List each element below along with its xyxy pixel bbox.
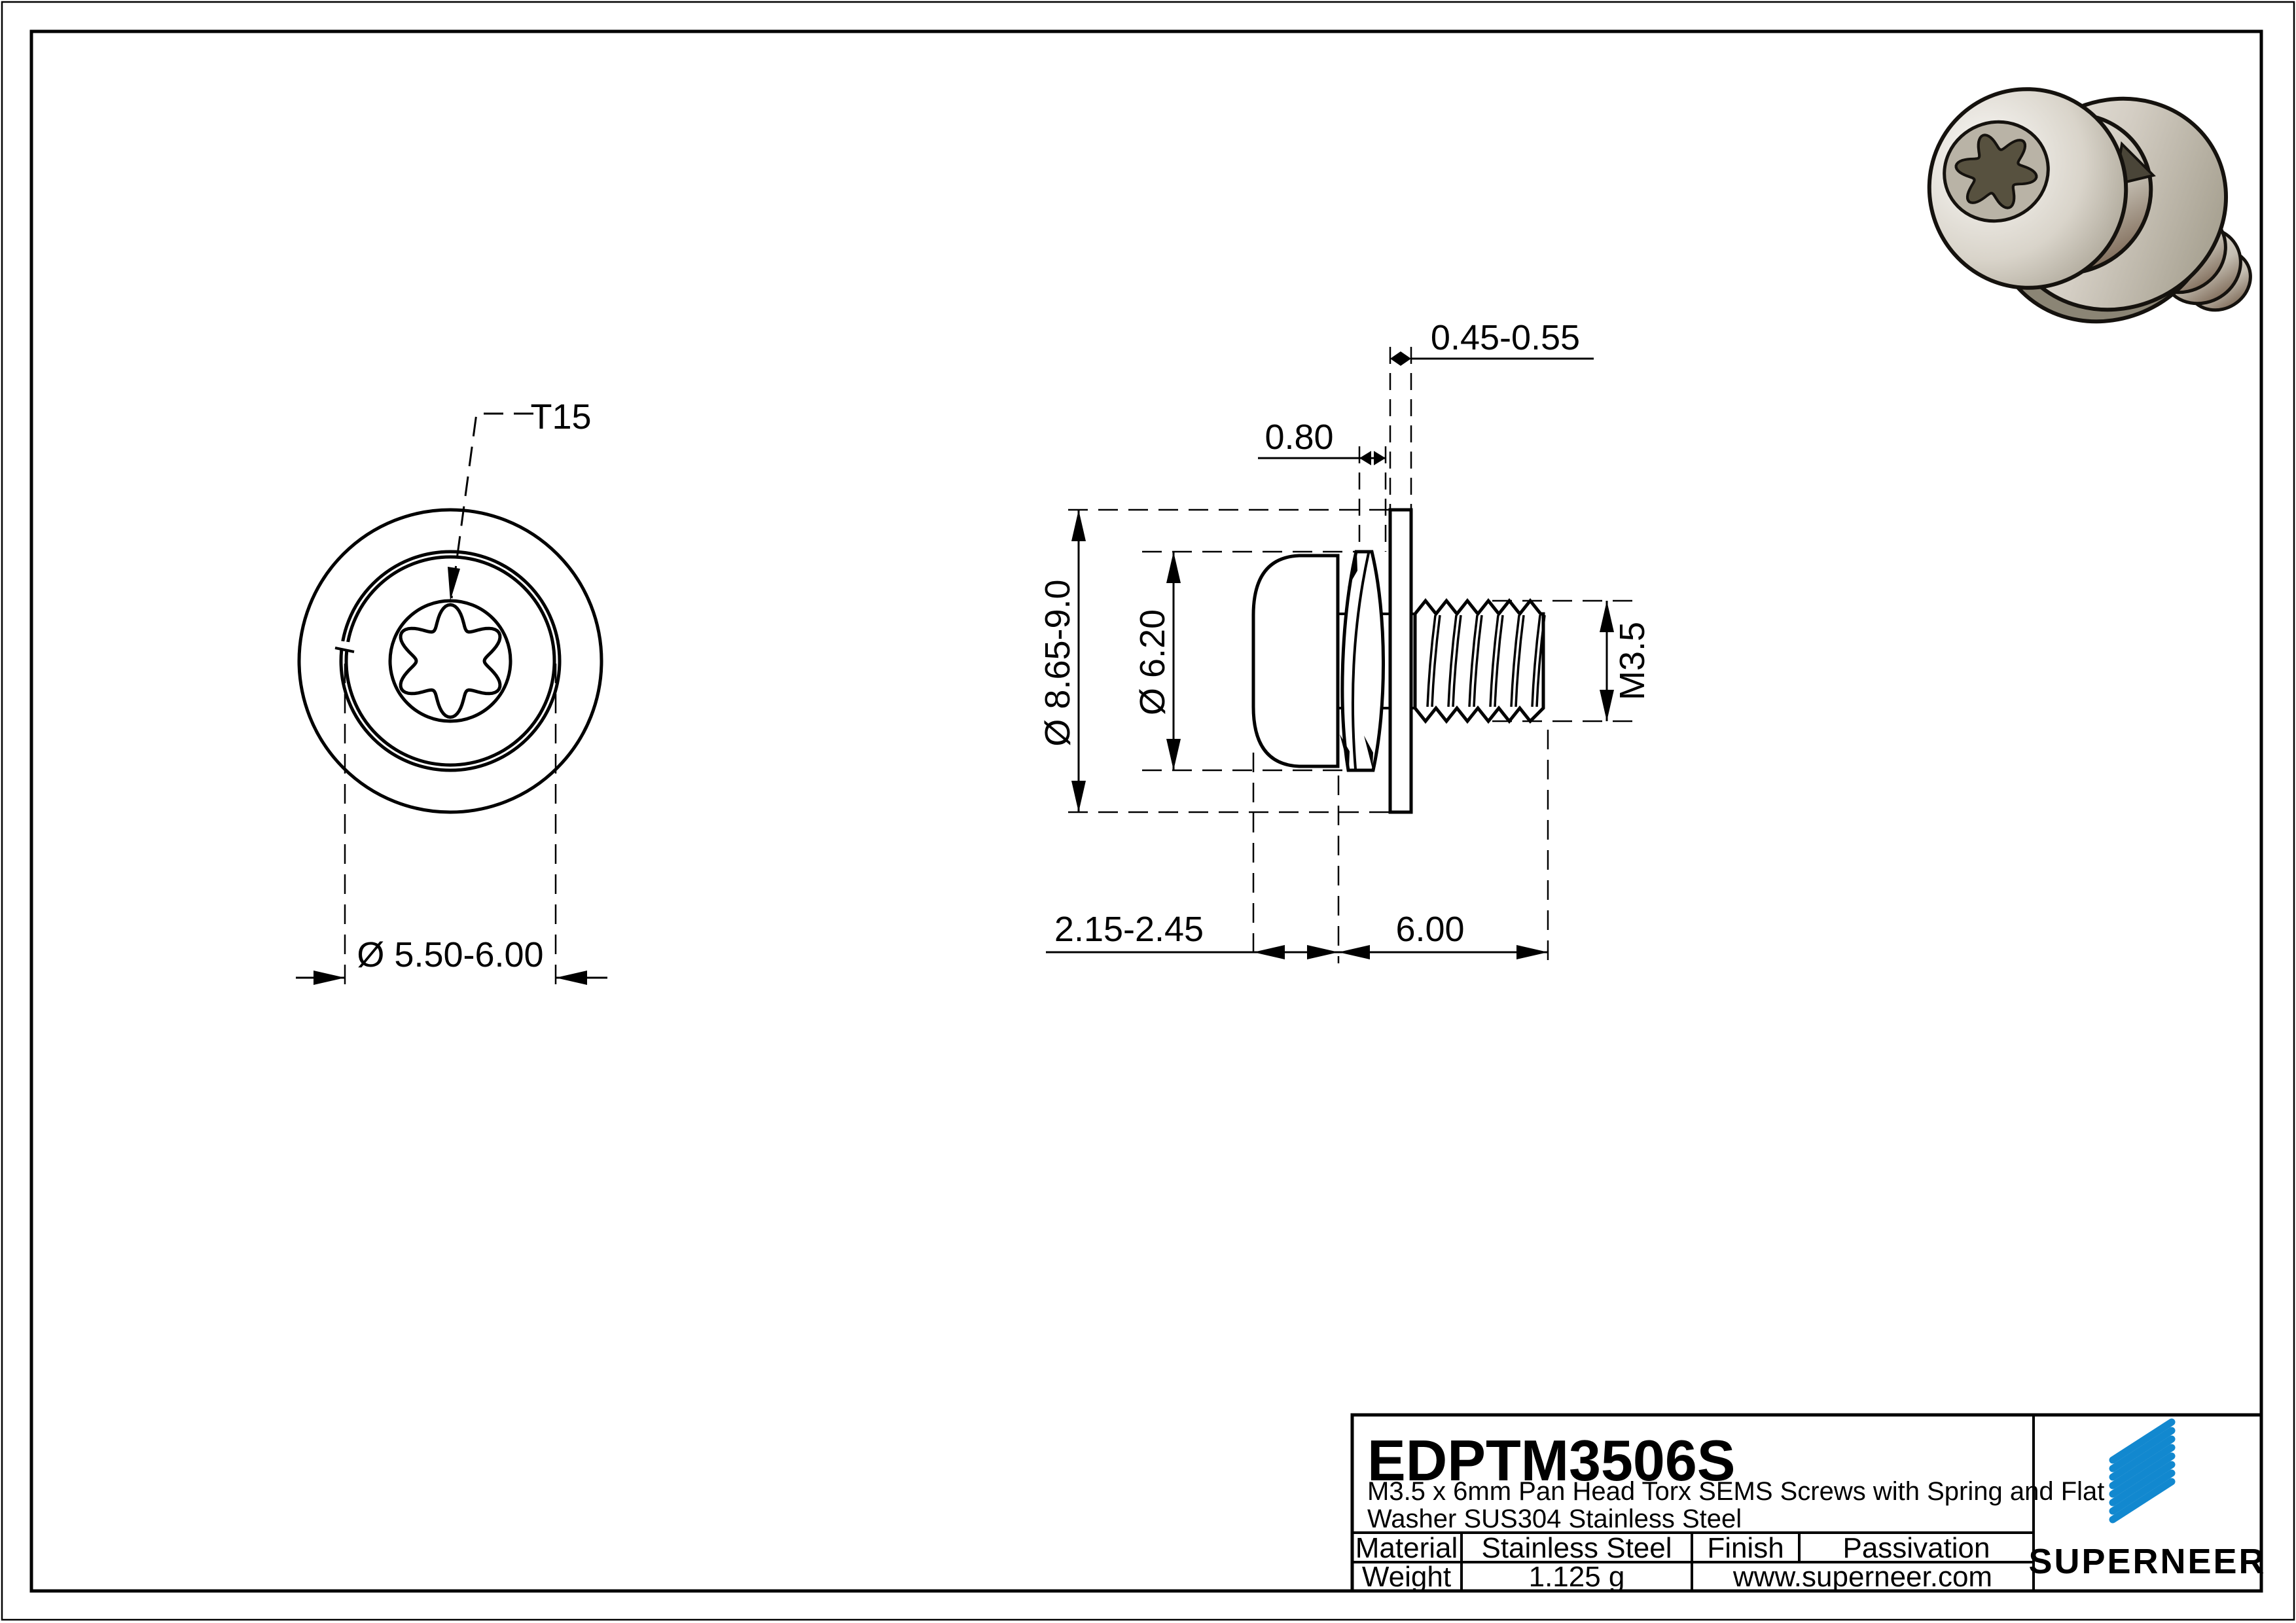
bottom-chained-dimensions: 2.15-2.45 6.00 bbox=[1046, 730, 1549, 963]
render-head bbox=[1927, 87, 2128, 290]
torx-star-icon bbox=[399, 603, 502, 719]
superneer-logo-icon bbox=[2109, 1418, 2176, 1524]
weight-label: Weight bbox=[1362, 1561, 1451, 1593]
flat-washer-od-dimension: Ø 8.65-9.0 bbox=[1038, 508, 1390, 813]
head-height-dim-text: 2.15-2.45 bbox=[1054, 910, 1204, 949]
finish-value: Passivation bbox=[1842, 1532, 1990, 1564]
finish-label: Finish bbox=[1707, 1532, 1784, 1564]
thread-length-dim-text: 6.00 bbox=[1395, 910, 1464, 949]
spring-washer-thickness-text: 0.80 bbox=[1265, 418, 1333, 457]
flat-washer-od-text: Ø 8.65-9.0 bbox=[1038, 579, 1077, 746]
thread-size-dimension: M3.5 bbox=[1492, 599, 1652, 722]
inner-drawing-frame bbox=[29, 29, 2263, 1593]
title-block: EDPTM3506S M3.5 x 6mm Pan Head Torx SEMS… bbox=[1350, 1413, 2266, 1593]
flat-washer-thickness-dimension: 0.45-0.55 bbox=[1389, 318, 1594, 510]
dim-arrow-icon bbox=[556, 971, 587, 985]
description-line2: Washer SUS304 Stainless Steel bbox=[1367, 1505, 1742, 1533]
website-link[interactable]: www.superneer.com bbox=[1732, 1561, 1992, 1593]
front-view bbox=[297, 508, 603, 814]
pan-head-profile bbox=[1251, 554, 1340, 768]
head-diameter-dim-text: Ø 5.50-6.00 bbox=[357, 935, 543, 974]
part-number: EDPTM3506S bbox=[1367, 1428, 1735, 1493]
iso-3d-render bbox=[1927, 87, 2252, 324]
thread-flank-lines bbox=[1426, 615, 1546, 707]
side-view bbox=[1251, 508, 1546, 814]
flat-washer-thickness-text: 0.45-0.55 bbox=[1431, 318, 1580, 357]
render-torx-star-icon bbox=[1954, 134, 2038, 209]
material-value: Stainless Steel bbox=[1481, 1532, 1672, 1564]
torx-size-label: T15 bbox=[530, 397, 591, 437]
front-head-diameter-dimension: Ø 5.50-6.00 bbox=[296, 664, 607, 988]
brand-name: SUPERNEER bbox=[2028, 1542, 2266, 1581]
leader-arrow-icon bbox=[448, 567, 460, 601]
description-line1: M3.5 x 6mm Pan Head Torx SEMS Screws wit… bbox=[1367, 1477, 2104, 1506]
flat-washer-profile bbox=[1388, 508, 1413, 814]
material-label: Material bbox=[1355, 1532, 1458, 1564]
spring-split-tick bbox=[334, 647, 355, 653]
spring-washer-od-dimension: Ø 6.20 bbox=[1133, 550, 1356, 772]
dim-arrow-icon bbox=[314, 971, 345, 985]
spring-washer-profile bbox=[1340, 550, 1385, 772]
weight-value: 1.125 g bbox=[1529, 1561, 1625, 1593]
spring-washer-thickness-dimension: 0.80 bbox=[1258, 418, 1387, 552]
spring-split-gap bbox=[334, 640, 353, 652]
thread-size-text: M3.5 bbox=[1613, 622, 1652, 700]
torx-callout: T15 bbox=[448, 397, 592, 601]
spring-washer-od-text: Ø 6.20 bbox=[1133, 609, 1172, 715]
